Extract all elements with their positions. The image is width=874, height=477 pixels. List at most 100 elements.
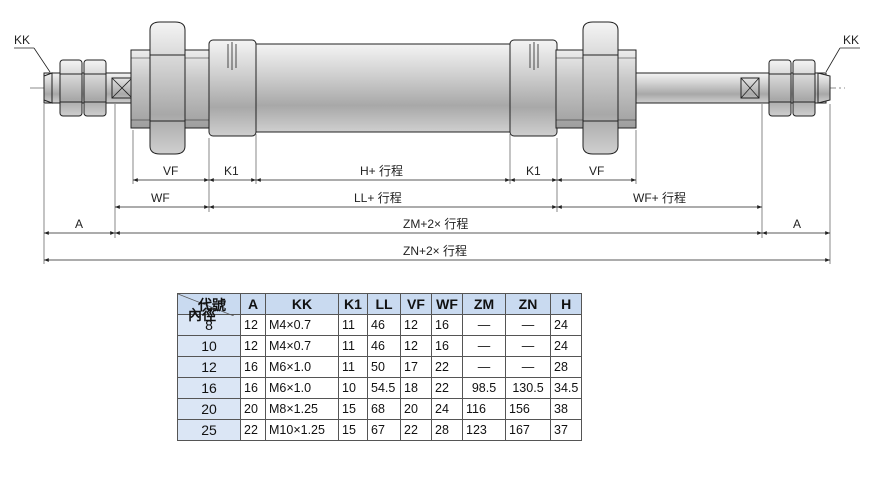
table-cell: 12 <box>240 335 266 357</box>
table-cell: M8×1.25 <box>265 398 339 420</box>
k1-right-label: K1 <box>526 164 541 178</box>
left-head-cap <box>208 39 257 137</box>
table-cell: 22 <box>240 419 266 441</box>
left-rod-thread <box>43 72 53 104</box>
table-cell: 12 <box>400 335 432 357</box>
header-code-label: 代號 <box>198 297 226 313</box>
table-cell: 17 <box>400 356 432 378</box>
table-cell: — <box>462 356 506 378</box>
column-header: VF <box>400 293 432 315</box>
table-cell: 16 <box>240 377 266 399</box>
column-header: KK <box>265 293 339 315</box>
table-cell: — <box>462 335 506 357</box>
table-cell: — <box>505 356 551 378</box>
table-cell: 50 <box>367 356 401 378</box>
wf-label: WF <box>151 191 170 205</box>
table-cell: 10 <box>338 377 368 399</box>
table-header-row: 代號 內徑 A KK K1 LL VF WF ZM ZN H <box>177 293 583 323</box>
table-cell: 12 <box>240 314 266 336</box>
vf-left-label: VF <box>163 164 178 178</box>
column-header: H <box>549 293 583 315</box>
table-cell: 20 <box>240 398 266 420</box>
column-header: ZN <box>505 293 551 315</box>
table-cell: 68 <box>367 398 401 420</box>
column-header: K1 <box>338 293 368 315</box>
table-cell: 167 <box>505 419 551 441</box>
table-cell: 54.5 <box>367 377 401 399</box>
diagonal-line <box>178 294 234 316</box>
table-cell: M10×1.25 <box>265 419 339 441</box>
column-header: WF <box>431 293 463 315</box>
table-cell: 24 <box>549 314 583 336</box>
table-cell: M6×1.0 <box>265 356 339 378</box>
table-row: 20 20 M8×1.25 15 68 20 24 116 156 38 <box>177 398 583 420</box>
table-cell: 116 <box>462 398 506 420</box>
header-diagonal-cell: 代號 內徑 <box>177 293 241 323</box>
table-cell: 16 <box>431 314 463 336</box>
bore-cell: 12 <box>177 356 241 378</box>
table-cell: — <box>462 314 506 336</box>
table-cell: 130.5 <box>505 377 551 399</box>
table-row: 8 12 M4×0.7 11 46 12 16 — — 24 <box>177 314 583 336</box>
table-cell: 16 <box>240 356 266 378</box>
right-rod-thread <box>817 72 831 104</box>
cylinder-dimension-drawing: KK KK VF K1 H+ 行程 K1 VF WF LL+ 行程 WF+ 行程 <box>14 21 860 264</box>
table-cell: 12 <box>400 314 432 336</box>
cylinder-barrel <box>255 43 511 133</box>
table-cell: 22 <box>431 377 463 399</box>
bore-cell: 8 <box>177 314 241 336</box>
table-cell: 37 <box>549 419 583 441</box>
table-row: 16 16 M6×1.0 10 54.5 18 22 98.5 130.5 34… <box>177 377 583 399</box>
extension-lines <box>43 104 831 264</box>
column-header: A <box>240 293 266 315</box>
column-header: ZM <box>462 293 506 315</box>
kk-leaders <box>14 47 860 73</box>
bore-cell: 10 <box>177 335 241 357</box>
table-cell: — <box>505 314 551 336</box>
a-right-label: A <box>793 217 801 231</box>
table-cell: — <box>505 335 551 357</box>
kk-right-label: KK <box>843 33 859 47</box>
table-row: 25 22 M10×1.25 15 67 22 28 123 167 37 <box>177 419 583 441</box>
table-cell: 22 <box>431 356 463 378</box>
table-cell: 16 <box>431 335 463 357</box>
table-cell: M4×0.7 <box>265 314 339 336</box>
table-cell: 24 <box>549 335 583 357</box>
right-head-cap <box>509 39 558 137</box>
a-left-label: A <box>75 217 83 231</box>
table-cell: 28 <box>431 419 463 441</box>
right-hex-nut <box>582 21 619 155</box>
table-cell: 46 <box>367 335 401 357</box>
table-row: 10 12 M4×0.7 11 46 12 16 — — 24 <box>177 335 583 357</box>
column-header: LL <box>367 293 401 315</box>
left-rod-nuts <box>59 59 107 117</box>
wf-stroke-label: WF+ 行程 <box>633 190 686 205</box>
table-cell: 22 <box>400 419 432 441</box>
kk-left-label: KK <box>14 33 30 47</box>
table-cell: 24 <box>431 398 463 420</box>
table-cell: 46 <box>367 314 401 336</box>
table-cell: 11 <box>338 356 368 378</box>
dimension-table: 代號 內徑 A KK K1 LL VF WF ZM ZN H 8 12 M4×0… <box>177 293 583 441</box>
ll-stroke-label: LL+ 行程 <box>354 190 402 205</box>
bore-cell: 16 <box>177 377 241 399</box>
zm-stroke-label: ZM+2× 行程 <box>403 216 468 231</box>
table-cell: 67 <box>367 419 401 441</box>
k1-left-label: K1 <box>224 164 239 178</box>
table-cell: 20 <box>400 398 432 420</box>
table-cell: 11 <box>338 335 368 357</box>
left-hex-nut <box>149 21 186 155</box>
table-cell: M6×1.0 <box>265 377 339 399</box>
zn-stroke-label: ZN+2× 行程 <box>403 243 467 258</box>
bore-cell: 20 <box>177 398 241 420</box>
h-stroke-label: H+ 行程 <box>360 163 403 178</box>
table-cell: 28 <box>549 356 583 378</box>
table-cell: 98.5 <box>462 377 506 399</box>
table-cell: 15 <box>338 398 368 420</box>
bore-cell: 25 <box>177 419 241 441</box>
table-cell: 11 <box>338 314 368 336</box>
right-rod-nuts <box>768 59 816 117</box>
header-bore-label: 內徑 <box>188 307 216 323</box>
table-cell: 34.5 <box>549 377 583 399</box>
table-row: 12 16 M6×1.0 11 50 17 22 — — 28 <box>177 356 583 378</box>
